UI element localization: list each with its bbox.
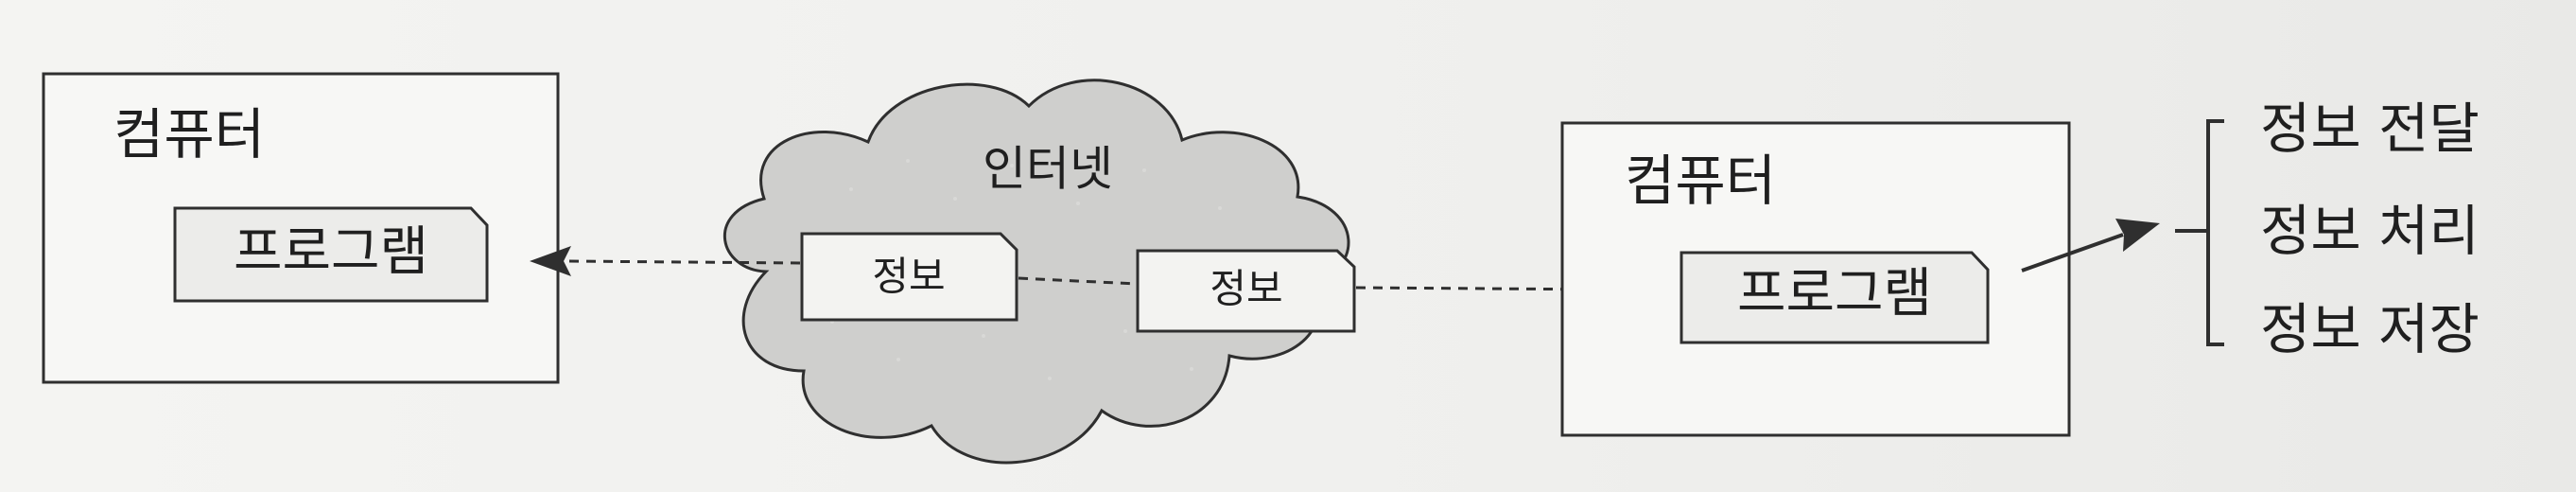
internet-label: 인터넷 xyxy=(983,142,1113,197)
internet-cloud xyxy=(723,79,1350,465)
cloud-info-right-label: 정보 xyxy=(1210,266,1282,312)
right-program-label: 프로그램 xyxy=(1737,263,1932,325)
cloud-texture xyxy=(830,159,1260,380)
outputs-bracket xyxy=(2175,119,2224,346)
arrowhead-left xyxy=(530,246,571,276)
dashed-line-to-left xyxy=(566,259,801,265)
cloud-info-right-box xyxy=(1136,249,1356,333)
output-item-2: 정보 처리 xyxy=(2260,199,2480,263)
left-program-label: 프로그램 xyxy=(234,221,428,283)
right-computer-label: 컴퓨터 xyxy=(1625,149,1776,213)
cloud-info-left-box xyxy=(800,232,1018,322)
left-computer-label: 컴퓨터 xyxy=(113,102,265,167)
right-program-box xyxy=(1680,251,1990,344)
output-item-1: 정보 전달 xyxy=(2260,97,2480,161)
dashed-line-between-info xyxy=(1018,276,1138,286)
arrow-to-outputs xyxy=(2021,233,2124,272)
arrowhead-outputs xyxy=(2115,219,2160,252)
output-item-3: 정보 저장 xyxy=(2260,297,2480,361)
cloud-info-left-label: 정보 xyxy=(872,254,945,300)
left-program-box xyxy=(173,206,489,303)
